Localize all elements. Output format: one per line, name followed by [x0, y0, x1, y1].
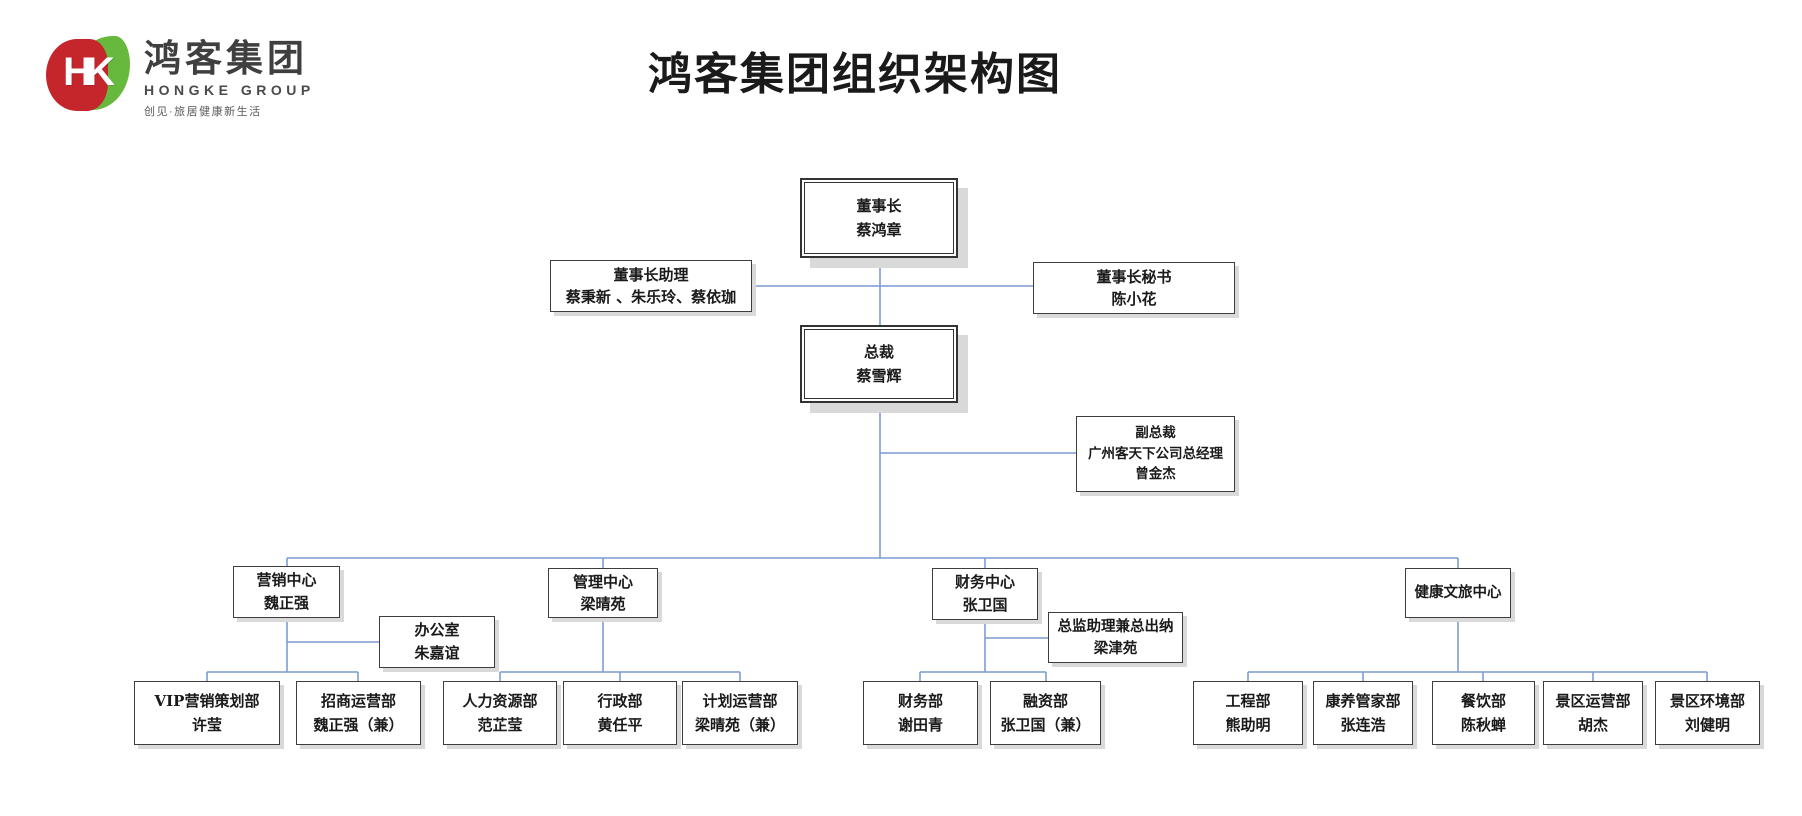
- node-title: 招商运营部: [320, 692, 396, 710]
- node-title: 财务部: [897, 692, 943, 710]
- org-node-office: 办公室 朱嘉谊: [379, 616, 495, 668]
- node-title: 计划运营部: [702, 692, 778, 710]
- logo-text: 鸿客集团 HONGKE GROUP 创见·旅居健康新生活: [144, 36, 315, 119]
- node-person: 梁津苑: [1093, 639, 1138, 657]
- node-title: 营销中心: [256, 570, 317, 589]
- org-node-vip-marketing-dept: VIP营销策划部 许莹: [134, 681, 280, 745]
- node-title: 行政部: [597, 692, 643, 710]
- node-title: 人力资源部: [462, 692, 538, 710]
- org-node-management-center: 管理中心 梁晴苑: [548, 568, 658, 618]
- node-title: 董事长: [856, 197, 902, 215]
- logo-monogram: HK: [63, 50, 115, 94]
- logo-name-en: HONGKE GROUP: [144, 81, 315, 98]
- node-title: 董事长秘书: [1096, 267, 1172, 286]
- node-title: 办公室: [414, 620, 460, 639]
- logo-name-cn: 鸿客集团: [144, 38, 308, 79]
- node-title: 景区运营部: [1555, 692, 1631, 710]
- node-person: 陈秋蝉: [1460, 716, 1506, 734]
- node-person: 熊助明: [1225, 716, 1271, 734]
- node-person: 朱嘉谊: [414, 644, 460, 662]
- hongke-logo: HK 鸿客集团 HONGKE GROUP 创见·旅居健康新生活: [46, 36, 315, 119]
- node-title: 景区环境部: [1669, 692, 1745, 710]
- org-node-hr-dept: 人力资源部 范芷莹: [443, 681, 557, 745]
- node-person: 张卫国: [962, 596, 1008, 614]
- node-title: 总裁: [863, 343, 894, 361]
- org-node-treasurer: 总监助理兼总出纳 梁津苑: [1048, 612, 1183, 663]
- node-title: 康养管家部: [1325, 692, 1401, 710]
- node-subtitle: 广州客天下公司总经理: [1088, 445, 1223, 462]
- org-node-scenic-ops-dept: 景区运营部 胡杰: [1543, 681, 1643, 745]
- node-title: 管理中心: [572, 572, 633, 591]
- org-node-wellness-butler-dept: 康养管家部 张连浩: [1313, 681, 1413, 745]
- node-person: 胡杰: [1577, 716, 1608, 734]
- node-person: 范芷莹: [477, 716, 523, 734]
- node-title: 工程部: [1225, 692, 1271, 710]
- node-title: 副总裁: [1135, 424, 1176, 441]
- node-person: 蔡雪辉: [856, 367, 902, 385]
- node-title: 融资部: [1022, 692, 1068, 710]
- node-title: 餐饮部: [1460, 692, 1506, 710]
- node-person: 曾金杰: [1135, 466, 1176, 483]
- node-title: 健康文旅中心: [1414, 584, 1502, 602]
- org-node-finance-dept: 财务部 谢田青: [863, 681, 978, 745]
- org-node-president: 总裁 蔡雪辉: [800, 325, 958, 403]
- org-node-marketing-center: 营销中心 魏正强: [233, 566, 340, 618]
- node-person: 张卫国（兼）: [1000, 716, 1091, 734]
- org-node-scenic-env-dept: 景区环境部 刘健明: [1655, 681, 1760, 745]
- node-title: 董事长助理: [613, 265, 689, 284]
- org-node-chairman-assistant: 董事长助理 蔡秉新 、朱乐玲、蔡依珈: [550, 260, 752, 312]
- org-node-chairman: 董事长 蔡鸿章: [800, 178, 958, 258]
- node-person: 蔡鸿章: [856, 221, 902, 239]
- node-person: 陈小花: [1111, 290, 1157, 308]
- org-node-chairman-secretary: 董事长秘书 陈小花: [1033, 262, 1235, 314]
- node-title: 总监助理兼总出纳: [1057, 617, 1174, 635]
- red-drop-shape: [46, 39, 108, 111]
- org-node-investment-ops-dept: 招商运营部 魏正强（兼）: [296, 681, 421, 745]
- org-node-admin-dept: 行政部 黄任平: [563, 681, 677, 745]
- node-person: 梁晴苑: [580, 595, 626, 613]
- org-node-planning-ops-dept: 计划运营部 梁晴苑（兼）: [682, 681, 798, 745]
- org-connectors-path: [206, 258, 1708, 681]
- org-node-vice-president: 副总裁 广州客天下公司总经理 曾金杰: [1076, 416, 1235, 492]
- node-person: 张连浩: [1340, 716, 1386, 734]
- logo-tagline: 创见·旅居健康新生活: [144, 105, 262, 118]
- node-title: VIP营销策划部: [154, 692, 260, 710]
- hk-leaf-logo-icon: HK: [46, 36, 132, 114]
- node-person: 蔡秉新 、朱乐玲、蔡依珈: [565, 288, 737, 306]
- node-person: 许莹: [191, 716, 222, 734]
- page-title: 鸿客集团组织架构图: [648, 49, 1062, 100]
- node-person: 魏正强: [263, 594, 309, 612]
- org-node-financing-dept: 融资部 张卫国（兼）: [990, 681, 1101, 745]
- org-node-catering-dept: 餐饮部 陈秋蝉: [1432, 681, 1535, 745]
- node-title: 财务中心: [954, 572, 1015, 591]
- node-person: 谢田青: [897, 716, 943, 734]
- org-node-engineering-dept: 工程部 熊助明: [1193, 681, 1303, 745]
- org-node-health-tourism-center: 健康文旅中心: [1405, 568, 1511, 618]
- node-person: 魏正强（兼）: [313, 716, 404, 734]
- node-person: 黄任平: [597, 716, 643, 734]
- node-person: 刘健明: [1684, 716, 1730, 734]
- org-node-finance-center: 财务中心 张卫国: [932, 568, 1038, 620]
- node-person: 梁晴苑（兼）: [694, 716, 785, 734]
